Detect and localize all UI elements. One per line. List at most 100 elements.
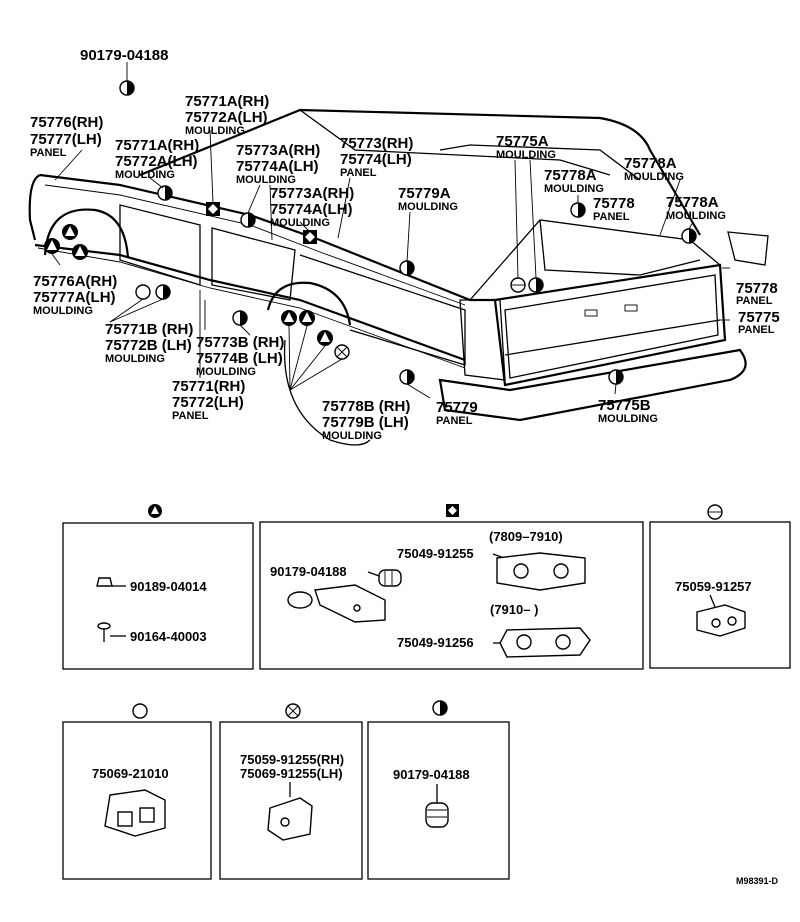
- callout-line: MOULDING: [666, 210, 726, 222]
- callout-line: 75772(LH): [172, 394, 244, 411]
- part-number: 75059-91257: [675, 579, 752, 594]
- callout-line: 75772B (LH): [105, 337, 192, 354]
- triangle-icon: [281, 310, 297, 326]
- callout-line: MOULDING: [270, 217, 330, 229]
- callout-line: 75772A(LH): [115, 153, 198, 170]
- callout-top-clip: 90179-04188: [80, 47, 168, 64]
- triangle-icon: [62, 224, 78, 240]
- detail-box-triangle: 90189-04014 90164-40003: [62, 522, 254, 670]
- callout-line: 75774B (LH): [196, 350, 283, 367]
- callout-line: 75774A(LH): [270, 201, 353, 218]
- half-filled-circle-icon: [608, 369, 624, 385]
- callout-line: 75774(LH): [340, 151, 412, 168]
- callout-line: 75775A: [496, 133, 549, 150]
- detail-box-circle: 75069-21010: [62, 721, 212, 880]
- circle-icon: [135, 284, 151, 300]
- triangle-icon: [72, 244, 88, 260]
- callout-line: PANEL: [340, 167, 377, 179]
- part-number: 75049-91256: [397, 635, 474, 650]
- callout-line: 75773A(RH): [270, 185, 354, 202]
- leader-lines: [51, 62, 730, 399]
- callout-line: MOULDING: [598, 413, 658, 425]
- callout-line: 75775B: [598, 397, 651, 414]
- callout-line: MOULDING: [624, 171, 684, 183]
- callout-line: 75778B (RH): [322, 398, 410, 415]
- half-filled-circle-icon: [399, 369, 415, 385]
- half-filled-circle-icon: [432, 700, 448, 716]
- callout-line: 75773A(RH): [236, 142, 320, 159]
- triangle-icon: [317, 330, 333, 346]
- part-number: 90179-04188: [393, 767, 470, 782]
- callout-line: MOULDING: [105, 353, 165, 365]
- callout-labels: 90179-04188 75776(RH) 75777(LH) PANEL 75…: [30, 47, 780, 442]
- diamond-icon: [446, 504, 459, 517]
- callout-line: PANEL: [30, 147, 67, 159]
- circle-icon: [132, 703, 148, 719]
- callout-line: 75771B (RH): [105, 321, 193, 338]
- diagram-symbols: [44, 80, 697, 385]
- callout-line: 75778A: [624, 155, 677, 172]
- triangle-icon: [44, 238, 60, 254]
- circle-with-x-icon: [334, 344, 350, 360]
- circle-with-line-icon: [707, 504, 723, 520]
- callout-line: 75777(LH): [30, 131, 102, 148]
- half-filled-circle-icon: [399, 260, 415, 276]
- callout-line: 75778: [593, 195, 635, 212]
- part-number: 90179-04188: [270, 564, 347, 579]
- callout-line: MOULDING: [196, 366, 256, 378]
- callout-line: 75771(RH): [172, 378, 245, 395]
- diamond-icon: [303, 230, 317, 244]
- diamond-icon: [206, 202, 220, 216]
- part-number: 90164-40003: [130, 629, 207, 644]
- half-filled-circle-icon: [240, 212, 256, 228]
- callout-line: PANEL: [738, 324, 775, 336]
- detail-box-diamond: (7809–7910) (7910– ) 90179-04188 75049-9…: [259, 521, 644, 670]
- half-filled-circle-icon: [570, 202, 586, 218]
- callout-line: MOULDING: [496, 149, 556, 161]
- callout-line: 75779: [436, 399, 478, 416]
- callout-line: MOULDING: [398, 201, 458, 213]
- half-filled-circle-icon: [528, 277, 544, 293]
- callout-line: PANEL: [172, 410, 209, 422]
- year-range-1: (7809–7910): [489, 529, 563, 544]
- callout-line: 75771A(RH): [115, 137, 199, 154]
- callout-line: PANEL: [736, 295, 773, 307]
- half-filled-circle-icon: [681, 228, 697, 244]
- circle-with-x-icon: [285, 703, 301, 719]
- callout-line: PANEL: [436, 415, 473, 427]
- callout-line: 75771A(RH): [185, 93, 269, 110]
- callout-line: 75773B (RH): [196, 334, 284, 351]
- callout-line: 75772A(LH): [185, 109, 268, 126]
- callout-line: 75779B (LH): [322, 414, 409, 431]
- callout-line: PANEL: [593, 211, 630, 223]
- part-number: 90189-04014: [130, 579, 207, 594]
- half-filled-circle-icon: [119, 80, 135, 96]
- callout-line: 75776(RH): [30, 114, 103, 131]
- year-range-2: (7910– ): [490, 602, 538, 617]
- part-number: 75069-21010: [92, 766, 169, 781]
- callout-line: MOULDING: [544, 183, 604, 195]
- callout-line: 75778A: [544, 167, 597, 184]
- detail-box-circle-line: 75059-91257: [649, 521, 791, 669]
- vehicle-drawing: [28, 108, 769, 446]
- callout-line: 75776A(RH): [33, 273, 117, 290]
- detail-box-circle-x: 75059-91255(RH) 75069-91255(LH): [219, 721, 363, 880]
- circle-with-line-icon: [510, 277, 526, 293]
- reference-code: M98391-D: [736, 876, 779, 886]
- part-number: 75049-91255: [397, 546, 474, 561]
- callout-line: 75778: [736, 280, 778, 297]
- half-filled-circle-icon: [232, 310, 248, 326]
- callout-line: 75779A: [398, 185, 451, 202]
- part-number: 75069-91255(LH): [240, 766, 343, 781]
- part-number: 75059-91255(RH): [240, 752, 344, 767]
- callout-line: MOULDING: [185, 125, 245, 137]
- triangle-icon: [299, 310, 315, 326]
- callout-line: 75777A(LH): [33, 289, 116, 306]
- callout-line: MOULDING: [322, 430, 382, 442]
- callout-line: 75773(RH): [340, 135, 413, 152]
- detail-box-half-circle: 90179-04188: [367, 721, 510, 880]
- callout-line: MOULDING: [115, 169, 175, 181]
- callout-line: MOULDING: [33, 305, 93, 317]
- callout-line: MOULDING: [236, 174, 296, 186]
